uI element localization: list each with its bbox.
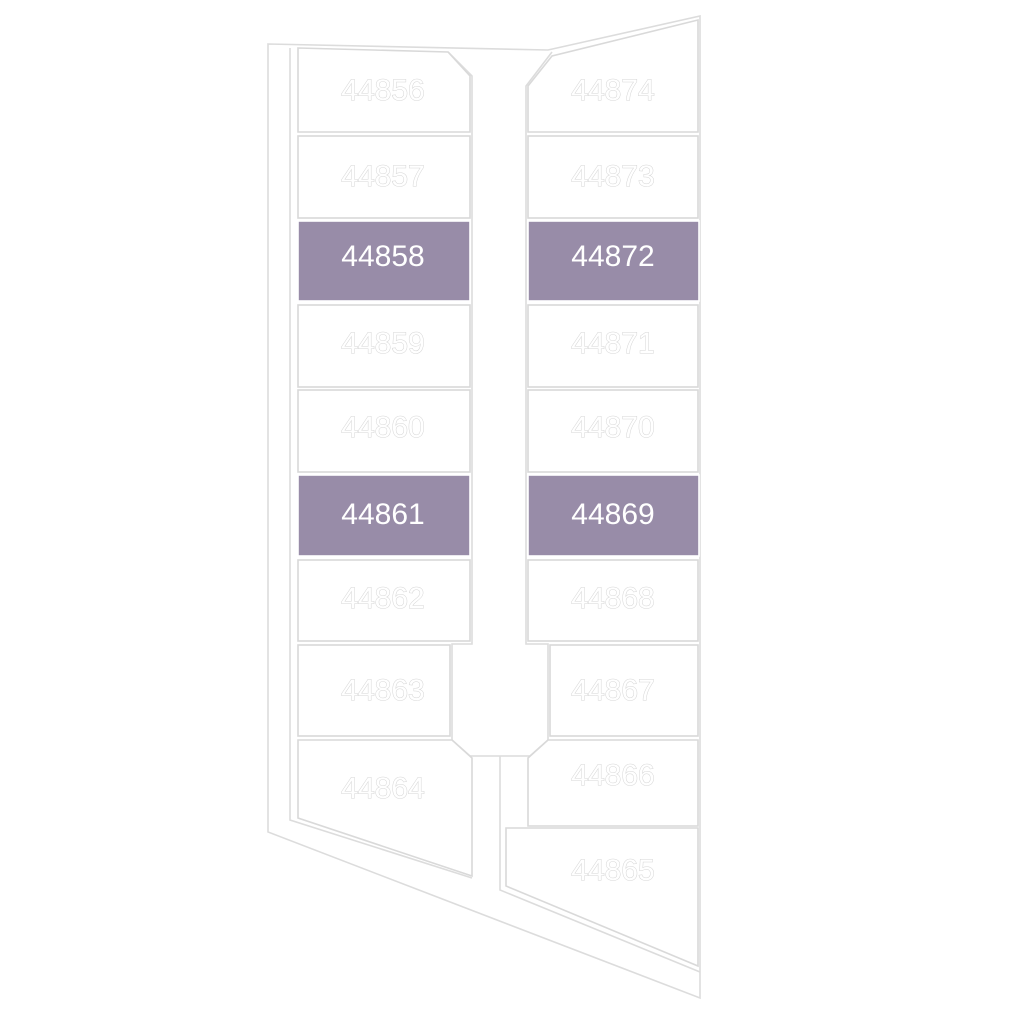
lot-44863[interactable]: 44863 (297, 644, 451, 737)
lot-44860[interactable]: 44860 (297, 389, 471, 473)
lot-label: 44861 (341, 498, 424, 531)
lot-44870[interactable]: 44870 (527, 389, 699, 473)
lot-label: 44873 (571, 160, 654, 193)
road-exit (499, 756, 701, 973)
lot-label: 44857 (341, 160, 424, 193)
lot-label: 44874 (571, 74, 654, 107)
lot-44858[interactable]: 44858 (297, 220, 471, 302)
lot-label: 44866 (571, 759, 654, 792)
lot-label: 44864 (341, 772, 424, 805)
lot-44861[interactable]: 44861 (297, 474, 471, 557)
left-verge (289, 48, 473, 879)
lot-label: 44872 (571, 240, 654, 273)
lot-44873[interactable]: 44873 (527, 135, 699, 219)
lot-label: 44863 (341, 674, 424, 707)
lot-44859[interactable]: 44859 (297, 304, 471, 388)
lot-44874[interactable]: 44874 (527, 18, 699, 133)
lot-44865[interactable]: 44865 (505, 827, 699, 968)
lot-44868[interactable]: 44868 (527, 559, 699, 642)
lot-label: 44865 (571, 854, 654, 887)
lot-label: 44859 (341, 327, 424, 360)
lot-44869[interactable]: 44869 (527, 474, 700, 557)
lot-44871[interactable]: 44871 (527, 304, 699, 388)
lot-44866[interactable]: 44866 (527, 739, 699, 827)
lot-label: 44871 (571, 327, 654, 360)
lot-44857[interactable]: 44857 (297, 135, 471, 219)
lot-label: 44869 (571, 498, 654, 531)
lot-label: 44870 (571, 411, 654, 444)
lot-44867[interactable]: 44867 (549, 644, 699, 737)
lot-label: 44856 (341, 74, 424, 107)
lot-44856[interactable]: 44856 (297, 47, 471, 133)
lot-44862[interactable]: 44862 (297, 559, 471, 642)
lot-label: 44860 (341, 411, 424, 444)
site-boundary (267, 15, 701, 1000)
lot-44864[interactable]: 44864 (297, 739, 473, 878)
lot-44872[interactable]: 44872 (527, 220, 700, 302)
lot-label: 44858 (341, 240, 424, 273)
lot-label: 44868 (571, 582, 654, 615)
lot-label: 44867 (571, 674, 654, 707)
lot-label: 44862 (341, 582, 424, 615)
